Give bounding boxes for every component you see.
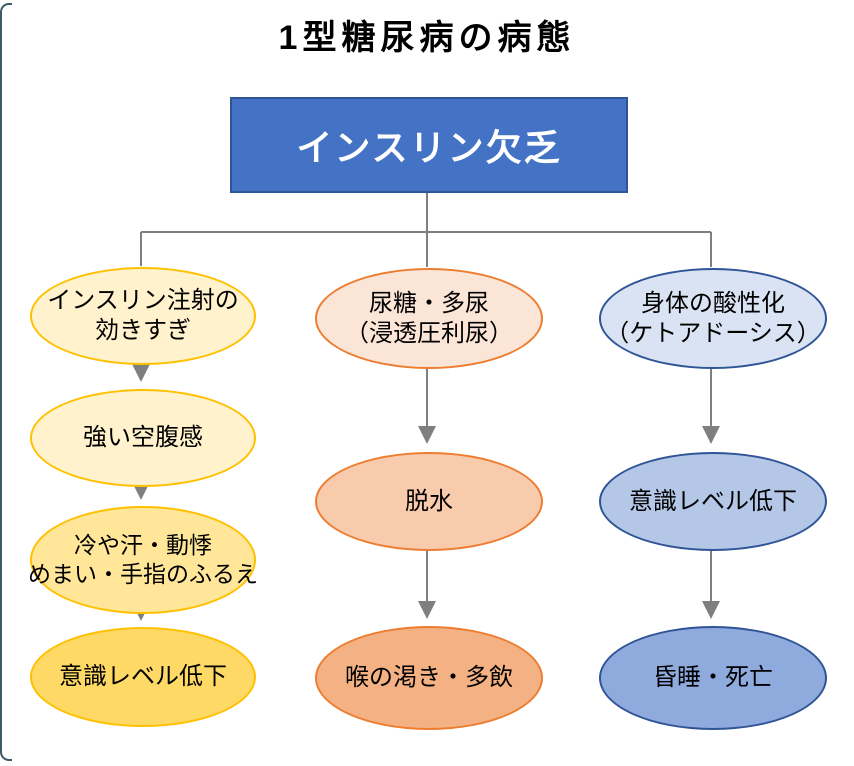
node-label-line: 効きすぎ	[95, 317, 191, 344]
slide-frame-border	[0, 3, 12, 761]
node-decreased-consciousness-ketoacidosis: 意識レベル低下	[599, 452, 827, 551]
node-label-line: めまい・手指のふるえ	[28, 561, 258, 587]
node-label-line: 意識レベル低下	[629, 487, 797, 515]
node-label-line: 冷や汗・動悸	[74, 532, 212, 559]
node-label-line: （ケトアドーシス）	[605, 319, 821, 347]
node-dehydration: 脱水	[315, 452, 543, 551]
node-label-line: 脱水	[405, 487, 453, 515]
node-body-acidification-ketoacidosis: 身体の酸性化 （ケトアドーシス）	[599, 268, 827, 369]
node-label-line: 意識レベル低下	[59, 663, 227, 690]
node-label-line: 昏睡・死亡	[653, 664, 773, 691]
page-title: 1型糖尿病の病態	[278, 19, 576, 57]
node-label-line: 強い空腹感	[83, 424, 203, 451]
node-strong-hunger: 強い空腹感	[30, 389, 256, 487]
node-insulin-injection-overeffect: インスリン注射の 効きすぎ	[30, 267, 256, 365]
node-label-line: 身体の酸性化	[641, 289, 785, 317]
node-label-line: （浸透圧利尿）	[345, 319, 513, 347]
node-cold-sweat-palpitations-tremor: 冷や汗・動悸 めまい・手指のふるえ	[28, 506, 258, 614]
node-thirst-polydipsia: 喉の渇き・多飲	[315, 626, 543, 730]
root-node-label: インスリン欠乏	[296, 127, 562, 168]
node-coma-death: 昏睡・死亡	[599, 626, 827, 730]
root-node-insulin-deficiency: インスリン欠乏	[230, 97, 628, 193]
node-label-line: 尿糖・多尿	[369, 289, 489, 317]
node-decreased-consciousness-hypoglycemia: 意識レベル低下	[30, 627, 256, 727]
node-glycosuria-polyuria: 尿糖・多尿 （浸透圧利尿）	[315, 268, 543, 369]
node-label-line: 喉の渇き・多飲	[345, 664, 513, 691]
node-label-line: インスリン注射の	[47, 287, 239, 314]
